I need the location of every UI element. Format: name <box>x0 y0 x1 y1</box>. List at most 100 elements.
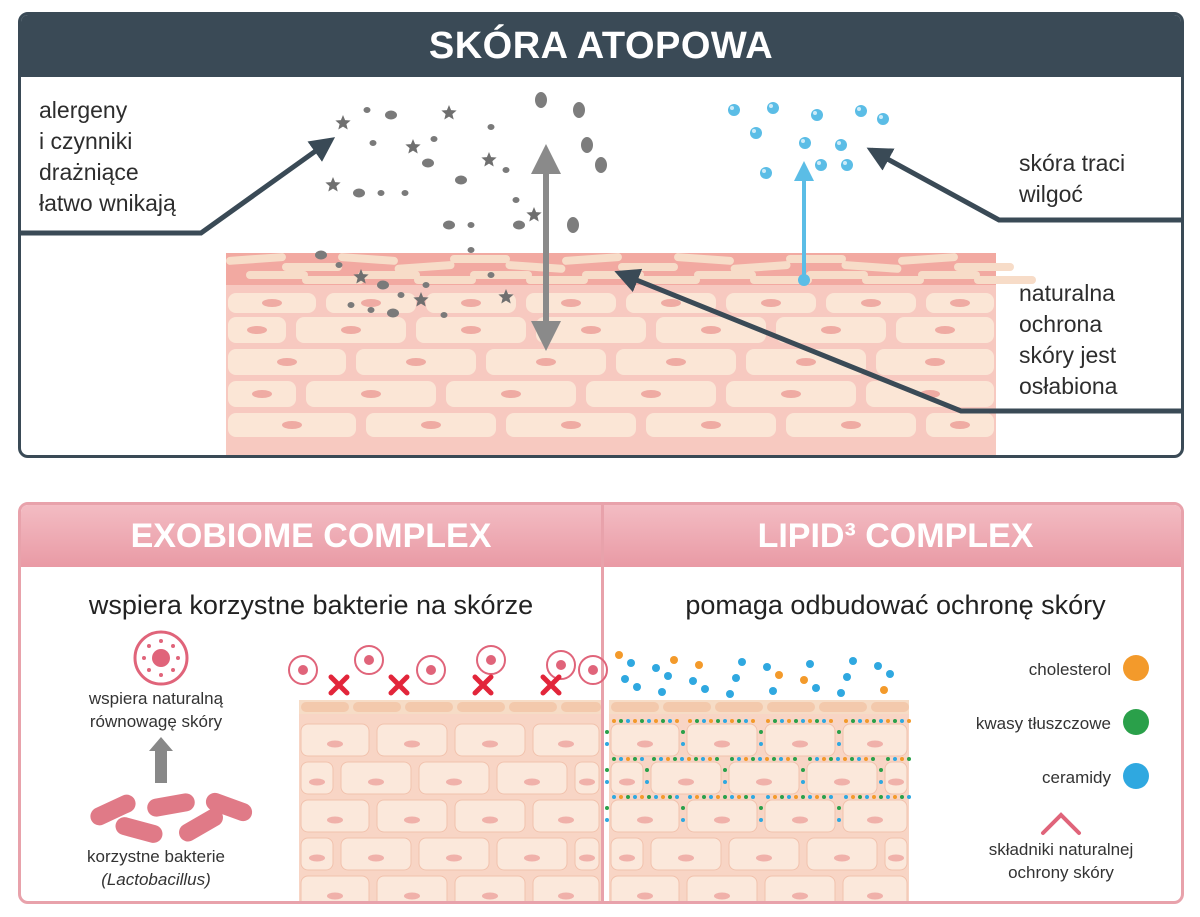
lipid-dot <box>851 795 855 799</box>
allergens-line-2: i czynniki <box>39 128 133 154</box>
allergen-particle <box>385 110 397 120</box>
chevron-up-icon <box>1041 812 1081 835</box>
complexes-panel: EXOBIOME COMPLEX LIPID³ COMPLEX wspiera … <box>18 502 1184 904</box>
lipid-dot <box>851 719 855 723</box>
allergen-particle <box>467 222 475 228</box>
lipid-dot <box>680 757 684 761</box>
cell-nucleus <box>404 892 420 900</box>
surface-cell <box>562 253 622 265</box>
microbe-icon <box>578 655 608 685</box>
lipid-dot <box>647 719 651 723</box>
balance-microbe-dot <box>159 639 163 643</box>
skin-cell <box>728 837 800 871</box>
lipid-dot <box>737 719 741 723</box>
legend-ceramides-label: ceramidy <box>1042 768 1111 787</box>
skin-cell <box>418 761 490 795</box>
cell-nucleus <box>482 740 498 748</box>
lipid-particle <box>726 690 734 698</box>
lipid-dot <box>893 795 897 799</box>
surface-cell <box>246 271 308 279</box>
allergen-particle <box>335 262 343 268</box>
allergens-pointer-arrow <box>21 137 336 236</box>
lipid-dot <box>716 795 720 799</box>
allergen-particle <box>443 220 455 230</box>
lipid-dot <box>737 795 741 799</box>
allergen-particle <box>315 250 327 260</box>
legend-dot-1 <box>1123 709 1149 735</box>
lipid-particle <box>621 675 629 683</box>
skin-cell <box>728 761 800 795</box>
flat-cell <box>611 702 659 712</box>
water-droplet <box>811 109 823 121</box>
lipid-dot <box>723 780 727 784</box>
protection-line-2: ochrona <box>1019 311 1103 337</box>
exobiome-subtitle: wspiera korzystne bakterie na skórze <box>88 590 534 620</box>
cell-nucleus <box>834 854 850 862</box>
lipid-particle <box>627 659 635 667</box>
cell-nucleus <box>579 854 595 862</box>
lipid-dot <box>766 719 770 723</box>
allergen-particle <box>367 307 375 313</box>
surface-cell <box>954 263 1014 271</box>
bacteria-rod-icon <box>115 817 163 843</box>
lipid-particle <box>732 674 740 682</box>
cell-nucleus <box>714 740 730 748</box>
lipid-dot <box>654 795 658 799</box>
lipid-dot <box>900 757 904 761</box>
skin-cell <box>764 723 836 757</box>
lipid-dot <box>715 757 719 761</box>
lipid-dot <box>661 719 665 723</box>
protection-line-1: naturalna <box>1019 280 1115 306</box>
lipid-dot <box>829 719 833 723</box>
surface-cell <box>450 255 510 263</box>
skin-cell <box>574 761 600 795</box>
cell-nucleus <box>678 778 694 786</box>
cell-nucleus <box>950 299 970 307</box>
bacteria-species: (Lactobacillus) <box>101 870 211 889</box>
lipid-dot <box>879 768 883 772</box>
balance-microbe-dot <box>146 643 151 648</box>
water-droplet <box>835 139 847 151</box>
skin-cell <box>610 723 680 757</box>
lipid-dot <box>730 757 734 761</box>
allergen-particle <box>573 102 585 118</box>
cell-nucleus <box>821 326 841 334</box>
skin-cell <box>532 875 600 901</box>
lipid-particle <box>849 657 857 665</box>
lipid-dot <box>787 795 791 799</box>
lipid-dot <box>872 719 876 723</box>
water-droplet <box>815 159 827 171</box>
cell-nucleus <box>834 778 850 786</box>
surface-cell <box>470 271 532 279</box>
skin-cell <box>376 723 448 757</box>
cell-nucleus <box>581 326 601 334</box>
lipid-dot <box>645 780 649 784</box>
lipid-dot <box>708 757 712 761</box>
cell-nucleus <box>781 390 801 398</box>
lipid-dot <box>652 757 656 761</box>
cell-nucleus <box>678 854 694 862</box>
surface-cell <box>638 276 700 284</box>
microbe-core <box>556 660 566 670</box>
lipid-dot <box>645 768 649 772</box>
lipid-particle <box>763 663 771 671</box>
exobiome-title: EXOBIOME COMPLEX <box>21 505 601 567</box>
lipid-dot <box>759 818 763 822</box>
allergen-particle <box>405 139 421 154</box>
skin-cell <box>454 799 526 833</box>
lipid-particle <box>837 689 845 697</box>
cell-nucleus <box>327 816 343 824</box>
moisture-arrow-origin <box>798 274 810 286</box>
lipid-dot <box>871 757 875 761</box>
lipid-dot <box>751 795 755 799</box>
lipid-dot <box>837 818 841 822</box>
surface-cell <box>730 261 791 273</box>
allergen-particle <box>353 269 369 284</box>
complexes-illustration <box>90 630 1149 901</box>
cell-nucleus <box>888 778 904 786</box>
lipid-dot <box>675 719 679 723</box>
lipid-dot <box>668 795 672 799</box>
bacteria-rod-icon <box>90 794 136 826</box>
atopic-skin-panel: SKÓRA ATOPOWA alergeny i czynniki drażni… <box>18 12 1184 458</box>
cell-nucleus <box>841 421 861 429</box>
